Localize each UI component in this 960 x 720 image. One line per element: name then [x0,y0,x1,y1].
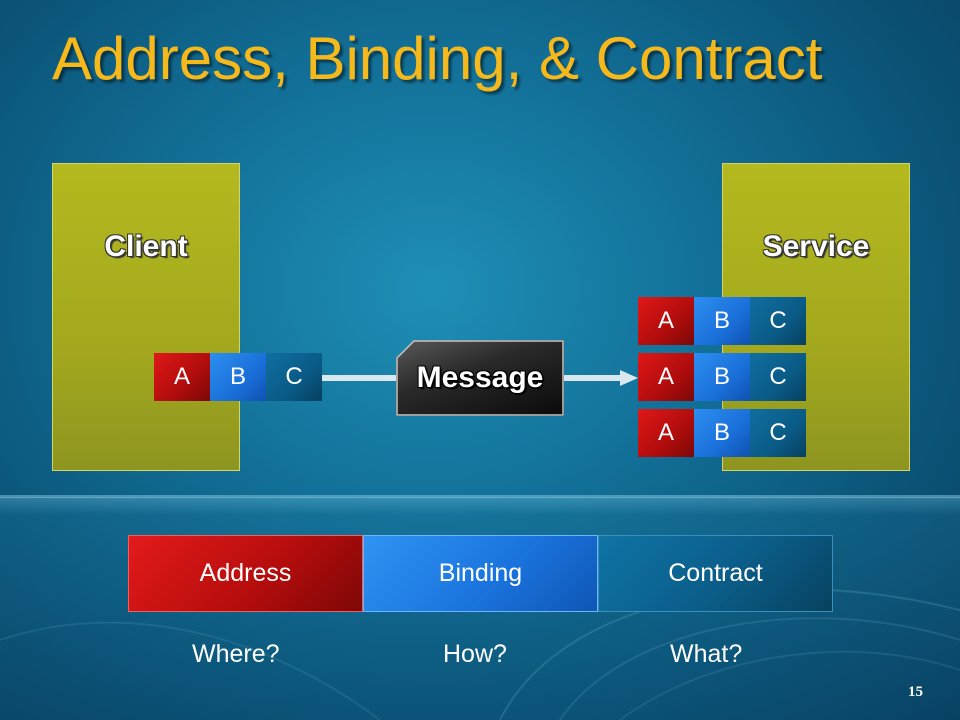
band-divider [0,495,960,498]
message-label: Message [416,361,544,394]
client-connector-line [322,375,398,381]
endpoint-address-cell: A [638,353,694,401]
endpoint-address-cell: A [638,297,694,345]
page-number: 15 [908,684,923,700]
question-where: Where? [192,640,280,668]
endpoint-contract-cell: C [750,297,806,345]
endpoint-address-cell: A [154,353,210,401]
question-how: How? [443,640,507,668]
question-what: What? [670,640,743,668]
service-panel: Service [722,163,910,471]
endpoint-binding-cell: B [210,353,266,401]
endpoint-binding-cell: B [694,409,750,457]
endpoint-binding-cell: B [694,297,750,345]
endpoint-contract-cell: C [750,353,806,401]
client-endpoint: A B C [154,353,322,401]
abc-legend: Address Binding Contract [128,535,833,612]
service-endpoint-3: A B C [638,409,806,457]
legend-binding: Binding [363,535,598,612]
service-arrow [564,370,638,386]
endpoint-binding-cell: B [694,353,750,401]
legend-address: Address [128,535,363,612]
service-endpoint-1: A B C [638,297,806,345]
endpoint-contract-cell: C [750,409,806,457]
client-label: Client [104,230,188,263]
arrowhead-icon [620,370,638,386]
service-label: Service [762,230,870,263]
endpoint-address-cell: A [638,409,694,457]
service-endpoint-2: A B C [638,353,806,401]
slide-title: Address, Binding, & Contract [52,25,823,92]
client-panel: Client [52,163,240,471]
legend-contract: Contract [598,535,833,612]
endpoint-contract-cell: C [266,353,322,401]
message-envelope: Message [396,340,564,416]
